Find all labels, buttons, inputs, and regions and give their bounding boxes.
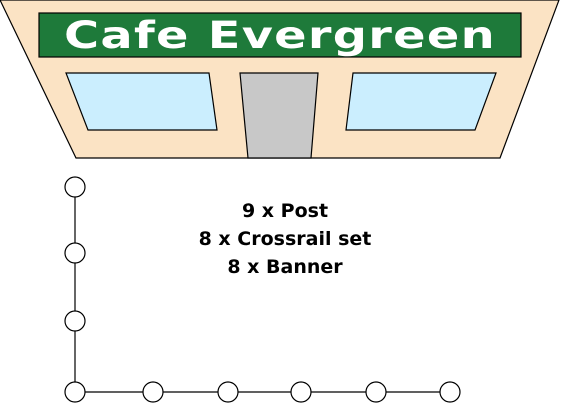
cafe-sign-board	[38, 12, 522, 58]
post	[64, 242, 86, 264]
storefront-window-right	[345, 72, 497, 131]
storefront-window-left	[65, 72, 218, 131]
posts	[64, 176, 461, 403]
quantity-banners: 8 x Banner	[227, 256, 343, 278]
post	[439, 381, 461, 403]
cafe-sign-text: Cafe Evergreen	[64, 14, 496, 57]
post	[142, 381, 164, 403]
post	[64, 310, 86, 332]
post	[217, 381, 239, 403]
cafe-storefront: Cafe Evergreen	[0, 0, 560, 159]
post	[290, 381, 312, 403]
post	[365, 381, 387, 403]
storefront-door	[239, 72, 319, 159]
post	[64, 176, 86, 198]
quantity-list: 9 x Post 8 x Crossrail set 8 x Banner	[199, 200, 372, 278]
crossrails	[74, 187, 450, 393]
quantity-crossrail-sets: 8 x Crossrail set	[199, 228, 372, 250]
post	[64, 381, 86, 403]
quantity-posts: 9 x Post	[242, 200, 328, 222]
